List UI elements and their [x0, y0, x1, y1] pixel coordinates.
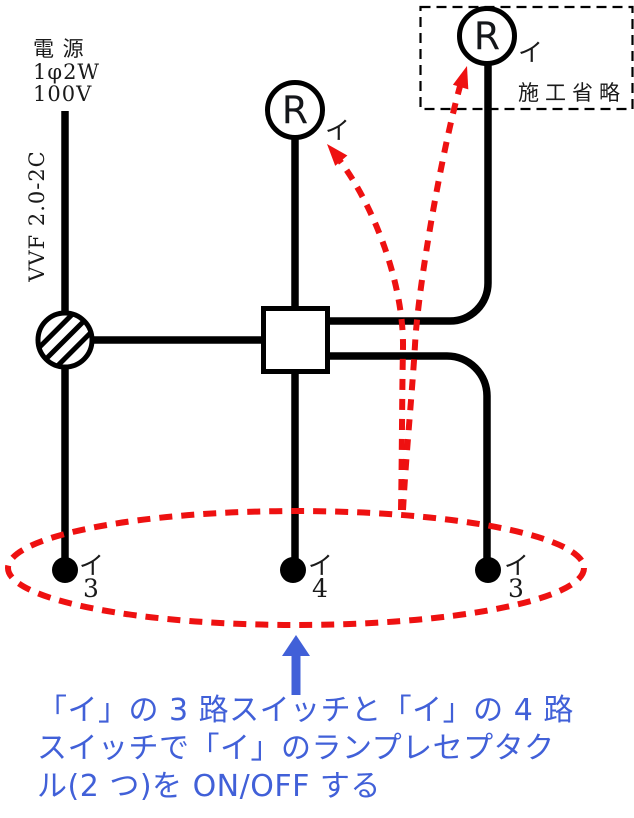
- annotation-arrow-icon: [282, 635, 310, 695]
- highlight-arrowhead-omitted-lamp: [452, 66, 469, 90]
- lamp-receptacle-omitted: [457, 6, 517, 66]
- highlight-arrow-to-omitted-lamp: [400, 75, 466, 511]
- lamp-middle-circuit-label: イ: [325, 116, 350, 145]
- highlight-arrow-to-middle-lamp: [329, 149, 407, 511]
- lamp-receptacle-middle: [265, 80, 325, 140]
- wire-box-to-omitted-lamp: [327, 61, 492, 325]
- vvf-joint-box-hatch: [40, 315, 90, 365]
- junction-box-symbol: [261, 306, 330, 374]
- switch-left-3way: [52, 557, 78, 583]
- switch-center-4way: [280, 557, 306, 583]
- switch-right-ways-label: 3: [508, 574, 524, 603]
- power-source-voltage: 100V: [33, 82, 92, 106]
- switch-right-3way: [475, 557, 501, 583]
- annotation-line-1: 「イ」の 3 路スイッチと「イ」の 4 路: [37, 693, 574, 728]
- annotation-line-3: ル(2 つ)を ON/OFF する: [37, 769, 381, 804]
- switch-right-circuit-label: イ: [504, 551, 529, 580]
- annotation-text: 「イ」の 3 路スイッチと「イ」の 4 路 スイッチで「イ」のランプレセプタク …: [37, 692, 627, 806]
- switch-center-circuit-label: イ: [308, 551, 333, 580]
- power-source-title: 電 源: [33, 37, 85, 61]
- wire-box-to-right-switch: [327, 352, 491, 572]
- omitted-section-label: 施工省略: [518, 81, 626, 105]
- switch-center-ways-label: 4: [312, 574, 328, 603]
- power-source-phase: 1φ2W: [33, 60, 100, 84]
- lamp-omitted-circuit-label: イ: [518, 38, 543, 67]
- highlight-arrowhead-middle-lamp: [327, 144, 348, 166]
- omitted-section-box: [419, 5, 634, 111]
- cable-type-label: VVF 2.0-2C: [25, 150, 49, 283]
- lamp-receptacle-middle-letter: R: [282, 89, 308, 133]
- highlight-ellipse-switch-group: [5, 508, 587, 628]
- switch-left-circuit-label: イ: [79, 551, 104, 580]
- annotation-line-2: スイッチで「イ」のランプレセプタク: [37, 731, 555, 766]
- lamp-receptacle-omitted-letter: R: [474, 15, 500, 59]
- switch-left-ways-label: 3: [83, 574, 99, 603]
